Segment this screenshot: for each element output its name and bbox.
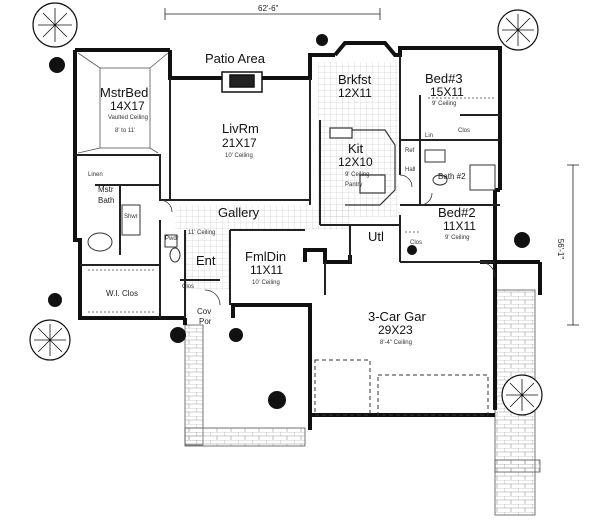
door-swings [159, 174, 496, 306]
clos-label-bed3: Clos [458, 128, 471, 134]
livrm-dims: 21X17 [222, 136, 257, 150]
tree-top-right [497, 9, 539, 51]
front-walk-bottom [184, 427, 306, 447]
garage-doors [314, 359, 489, 416]
mstrbed-dims: 14X17 [110, 99, 145, 113]
mstrbed-ceiling-height: 8' to 11' [115, 128, 136, 134]
cov-por-label-2: Por [199, 317, 212, 326]
bed2-ceiling-note: 9' Ceiling [445, 235, 470, 241]
pantry-label: Pantry [345, 182, 363, 188]
closet-shelves [88, 97, 494, 313]
powder-label: Pwdr [165, 236, 179, 242]
bed2-dims: 11X11 [443, 219, 476, 233]
cov-por-label-1: Cov [197, 307, 212, 316]
drive-edge [494, 459, 541, 473]
depth-dimension-line [567, 164, 579, 326]
clos-label-bed2: Clos [410, 240, 423, 246]
kit-ceiling-note: 9' Ceiling [345, 172, 370, 178]
wic-label: W.I. Clos [106, 289, 139, 298]
gallery-tile [175, 205, 350, 230]
garage-ceiling-note: 8'-4" Ceiling [380, 340, 412, 346]
bath-fixtures [87, 149, 496, 263]
bed3-ceiling-note: 9' Ceiling [432, 101, 457, 107]
brkfst-label: Brkfst [338, 72, 372, 87]
fmldin-dims: 11X11 [250, 263, 283, 277]
fmldin-label: FmlDin [245, 249, 287, 264]
mstr-bath-label-2: Bath [98, 196, 115, 205]
vaulted-ceiling-lines [77, 52, 169, 154]
garage-dims: 29X23 [378, 323, 413, 337]
livrm-ceiling-note: 10' Ceiling [225, 153, 253, 159]
overall-depth-label: 56'-1" [556, 238, 566, 260]
front-walk [184, 324, 204, 446]
width-dimension-line [164, 8, 381, 20]
tree-top-left [32, 2, 78, 48]
lin-label: Lin [425, 133, 434, 139]
overall-width-label: 62'-6" [258, 4, 279, 13]
garage-label: 3-Car Gar [368, 309, 426, 324]
shrubs [48, 34, 530, 409]
clos-label-entry: Clos [182, 284, 195, 290]
exterior-walls [73, 41, 542, 430]
brkfst-dims: 12X11 [338, 86, 372, 100]
fireplace [221, 71, 263, 93]
mstrbed-ceiling-note: Vaulted Ceiling [108, 115, 148, 121]
bed3-label: Bed#3 [425, 71, 463, 86]
ent-label: Ent [196, 253, 216, 268]
bath2-label: Bath #2 [438, 172, 466, 181]
patio-area-label: Patio Area [205, 51, 265, 66]
mstr-bath-label-1: Mstr [98, 185, 114, 194]
gallery-label: Gallery [218, 205, 260, 220]
shwr-label: Shwr [124, 214, 138, 220]
tree-bottom-right [501, 374, 543, 416]
ref-label: Ref [405, 148, 415, 154]
kit-label: Kit [348, 141, 364, 156]
linen-label: Linen [88, 172, 103, 178]
utl-label: Utl [368, 229, 384, 244]
fmldin-ceiling-note: 10' Ceiling [252, 280, 280, 286]
mstrbed-label: MstrBed [100, 85, 149, 100]
gallery-ceiling-note: 11' Ceiling [188, 230, 216, 236]
hall-label: Hall [405, 167, 416, 173]
bed2-label: Bed#2 [438, 205, 476, 220]
livrm-label: LivRm [222, 121, 259, 136]
bed3-dims: 15X11 [430, 85, 464, 99]
interior-walls [75, 55, 500, 318]
tree-bottom-left [29, 319, 71, 361]
kitchen-counter [329, 127, 396, 206]
kit-dims: 12X10 [338, 155, 373, 169]
